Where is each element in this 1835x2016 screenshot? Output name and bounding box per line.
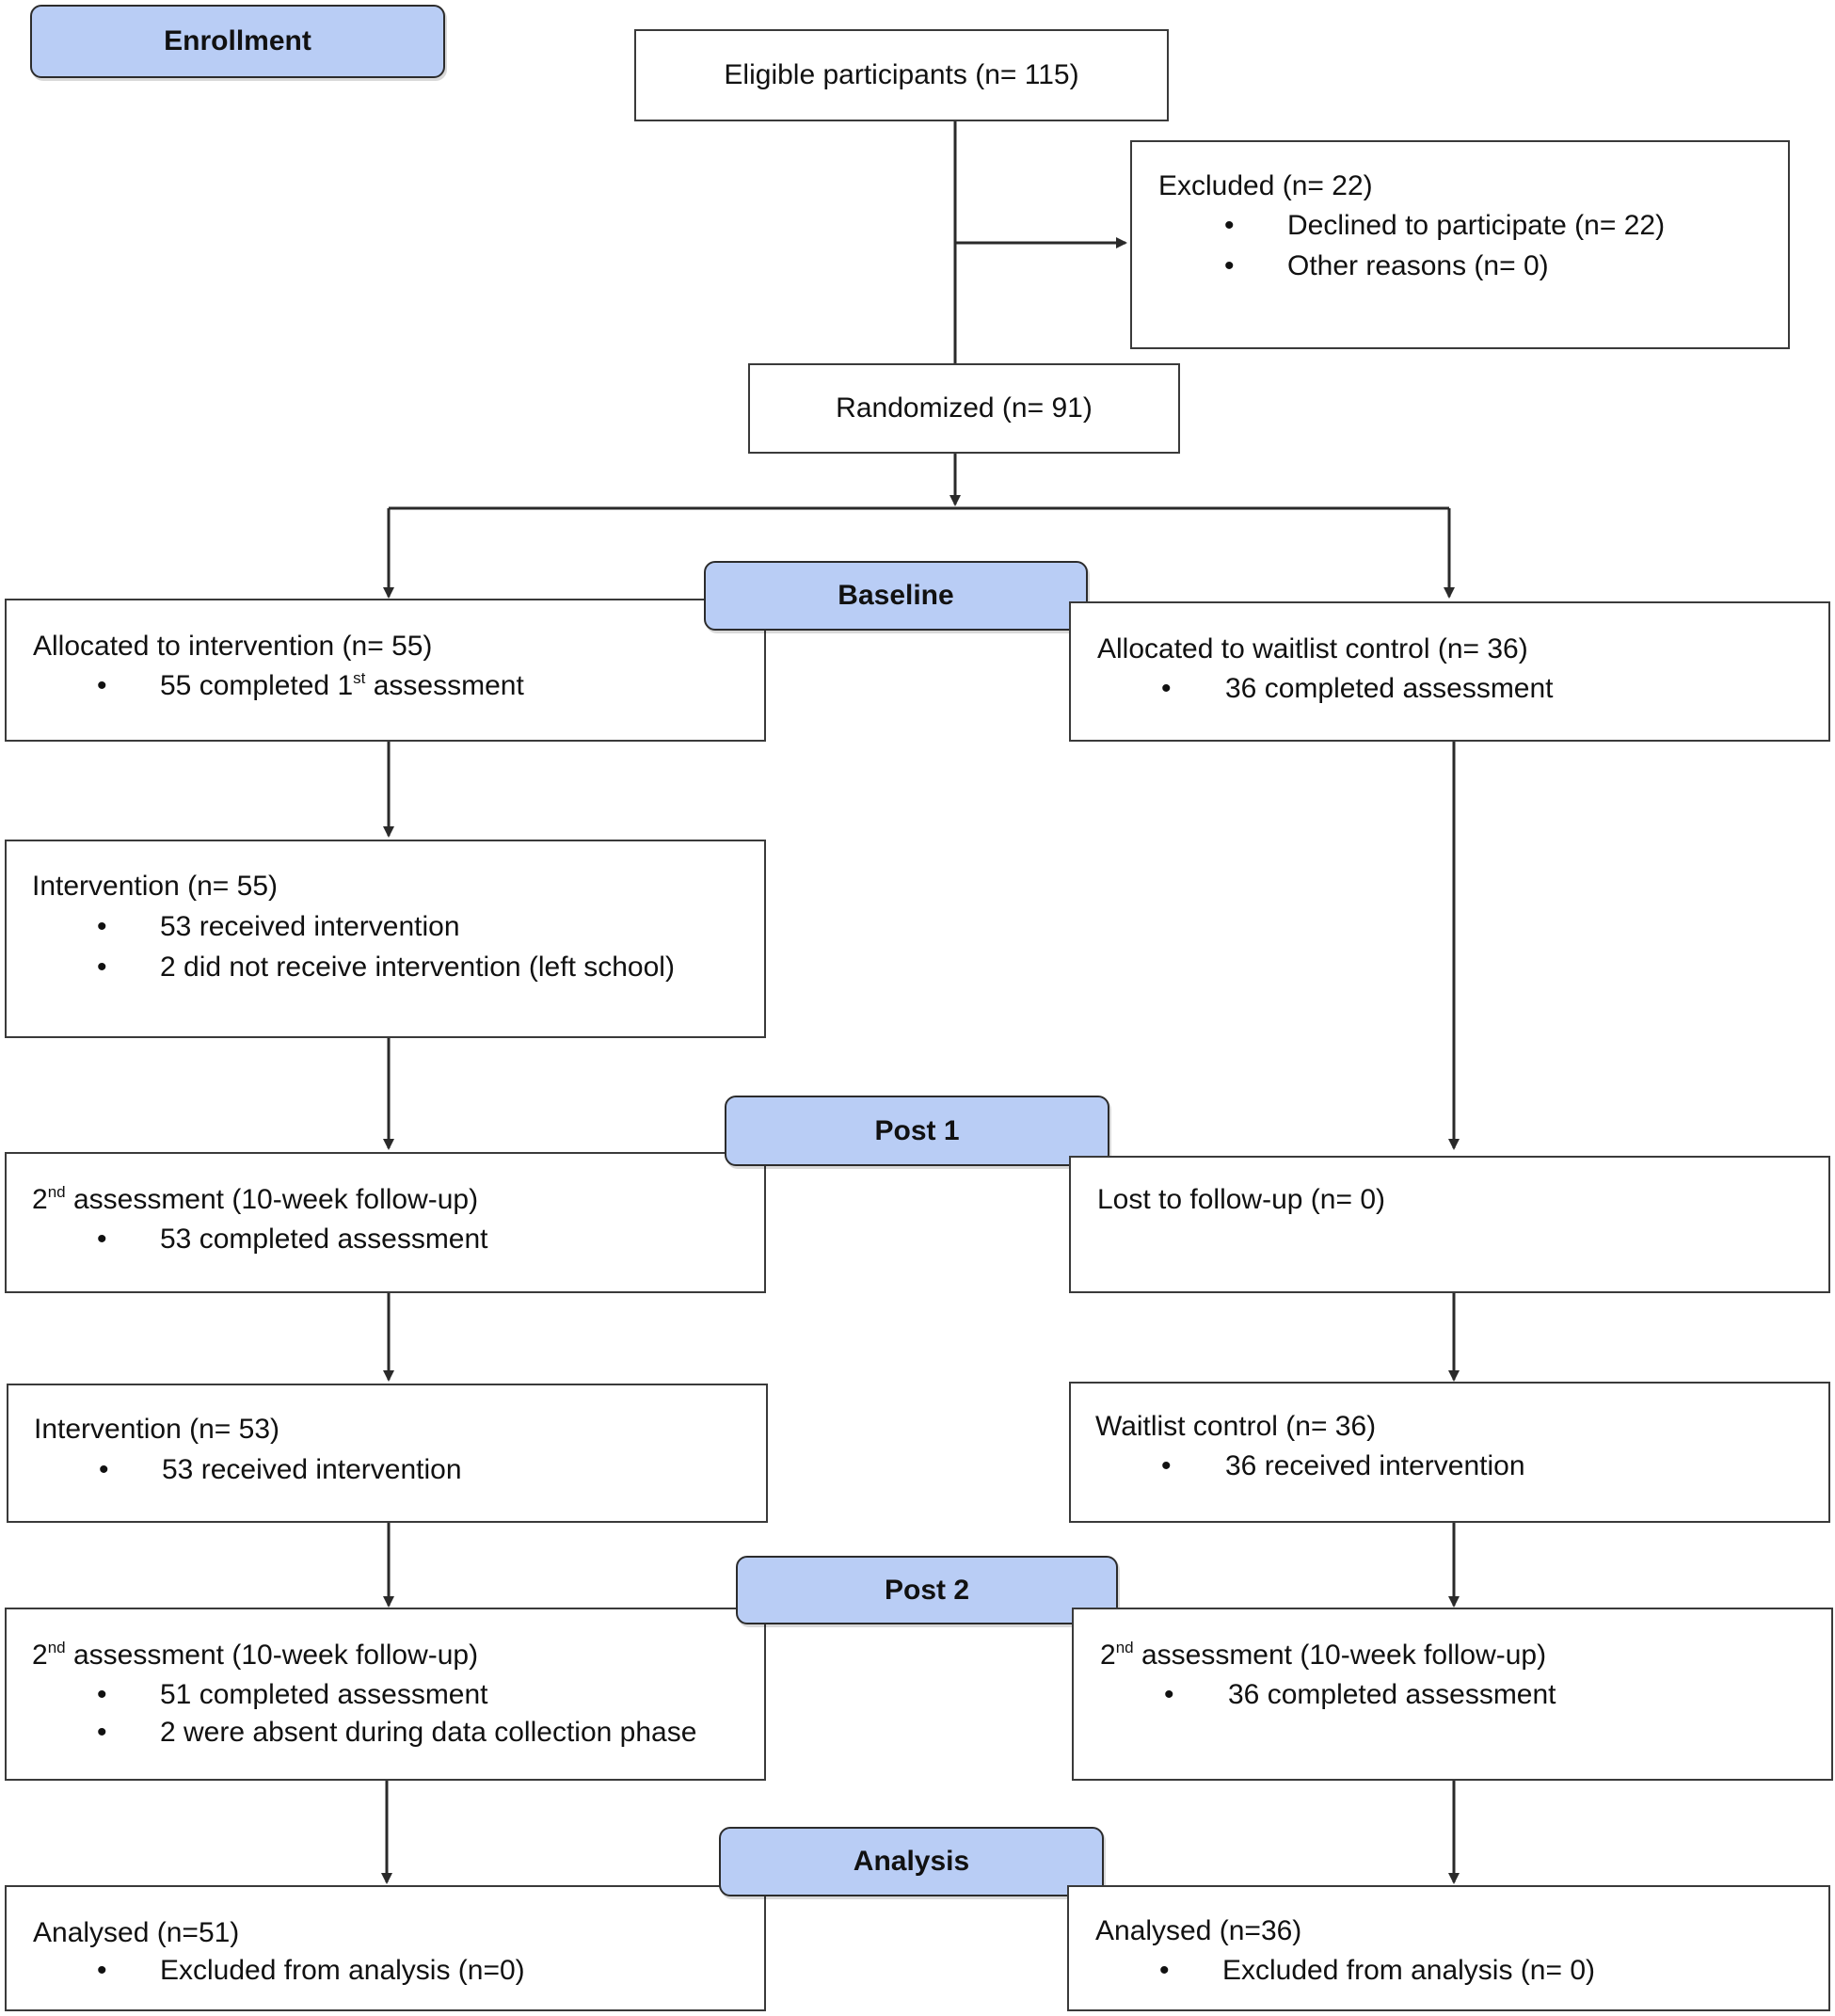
waitlist-control-box: Waitlist control (n= 36) • 36 received i… (1069, 1382, 1830, 1523)
intervention-2-box: Intervention (n= 53) • 53 received inter… (7, 1384, 768, 1523)
analysed-left-title: Analysed (n=51) (33, 1917, 240, 1948)
eligible-box: Eligible participants (n= 115) (634, 29, 1169, 121)
stage-post1-label: Post 1 (874, 1114, 960, 1146)
intervention-1-title: Intervention (n= 55) (32, 871, 278, 902)
lost-to-followup-box: Lost to follow-up (n= 0) (1069, 1156, 1830, 1293)
bullet: • (99, 1454, 109, 1485)
randomized-label: Randomized (n= 91) (836, 392, 1093, 424)
lost-to-followup-title: Lost to follow-up (n= 0) (1097, 1184, 1385, 1215)
intervention-1-item: 2 did not receive intervention (left sch… (160, 952, 675, 983)
waitlist-control-item: 36 received intervention (1225, 1450, 1525, 1481)
bullet: • (1161, 1450, 1172, 1481)
allocated-waitlist-box: Allocated to waitlist control (n= 36) • … (1069, 601, 1830, 742)
bullet: • (97, 670, 107, 701)
post2-left-box: 2nd assessment (10-week follow-up) • 51 … (5, 1608, 766, 1781)
bullet: • (97, 1679, 107, 1710)
bullet: • (1164, 1679, 1174, 1710)
allocated-intervention-title: Allocated to intervention (n= 55) (33, 631, 433, 662)
post2-left-title: 2nd assessment (10-week follow-up) (32, 1639, 479, 1671)
analysed-right-box: Analysed (n=36) • Excluded from analysis… (1067, 1885, 1830, 2011)
post2-left-item: 51 completed assessment (160, 1679, 488, 1710)
allocated-waitlist-title: Allocated to waitlist control (n= 36) (1097, 633, 1528, 664)
post1-assessment-item: 53 completed assessment (160, 1224, 488, 1255)
analysed-left-item: Excluded from analysis (n=0) (160, 1955, 525, 1986)
stage-post2-label: Post 2 (884, 1574, 970, 1606)
waitlist-control-title: Waitlist control (n= 36) (1095, 1411, 1377, 1442)
bullet: • (1224, 210, 1235, 241)
stage-enrollment-label: Enrollment (164, 25, 311, 56)
intervention-2-item: 53 received intervention (162, 1454, 462, 1485)
intervention-2-title: Intervention (n= 53) (34, 1414, 279, 1445)
allocated-intervention-box: Allocated to intervention (n= 55) • 55 c… (5, 599, 766, 742)
post2-right-title: 2nd assessment (10-week follow-up) (1100, 1639, 1547, 1671)
intervention-1-box: Intervention (n= 55) • 53 received inter… (5, 840, 766, 1038)
post2-right-box: 2nd assessment (10-week follow-up) • 36 … (1072, 1608, 1833, 1781)
bullet: • (1159, 1955, 1170, 1986)
excluded-box: Excluded (n= 22) • Declined to participa… (1130, 140, 1790, 349)
excluded-title: Excluded (n= 22) (1158, 170, 1373, 201)
bullet: • (1161, 673, 1172, 704)
bullet: • (97, 911, 107, 942)
analysed-left-box: Analysed (n=51) • Excluded from analysis… (5, 1885, 766, 2011)
analysed-right-item: Excluded from analysis (n= 0) (1222, 1955, 1596, 1986)
randomized-box: Randomized (n= 91) (748, 363, 1180, 454)
intervention-1-item: 53 received intervention (160, 911, 460, 942)
excluded-item: Declined to participate (n= 22) (1287, 210, 1666, 241)
stage-analysis-label: Analysis (853, 1846, 970, 1877)
stage-baseline-label: Baseline (838, 580, 954, 611)
post1-assessment-box: 2nd assessment (10-week follow-up) • 53 … (5, 1152, 766, 1293)
post2-right-item: 36 completed assessment (1228, 1679, 1556, 1710)
post1-assessment-title: 2nd assessment (10-week follow-up) (32, 1183, 479, 1215)
stage-baseline: Baseline (704, 561, 1088, 631)
allocated-waitlist-item: 36 completed assessment (1225, 673, 1554, 704)
excluded-item: Other reasons (n= 0) (1287, 250, 1549, 281)
stage-post1: Post 1 (725, 1096, 1109, 1166)
bullet: • (97, 1224, 107, 1255)
bullet: • (97, 1955, 107, 1986)
post2-left-item: 2 were absent during data collection pha… (160, 1717, 697, 1748)
eligible-label: Eligible participants (n= 115) (724, 59, 1079, 90)
stage-enrollment: Enrollment (30, 5, 445, 78)
stage-analysis: Analysis (719, 1827, 1104, 1896)
analysed-right-title: Analysed (n=36) (1095, 1915, 1302, 1946)
bullet: • (97, 1717, 107, 1748)
bullet: • (97, 952, 107, 983)
bullet: • (1224, 250, 1235, 281)
stage-post2: Post 2 (736, 1556, 1118, 1624)
allocated-intervention-item: 55 completed 1st assessment (160, 669, 524, 701)
